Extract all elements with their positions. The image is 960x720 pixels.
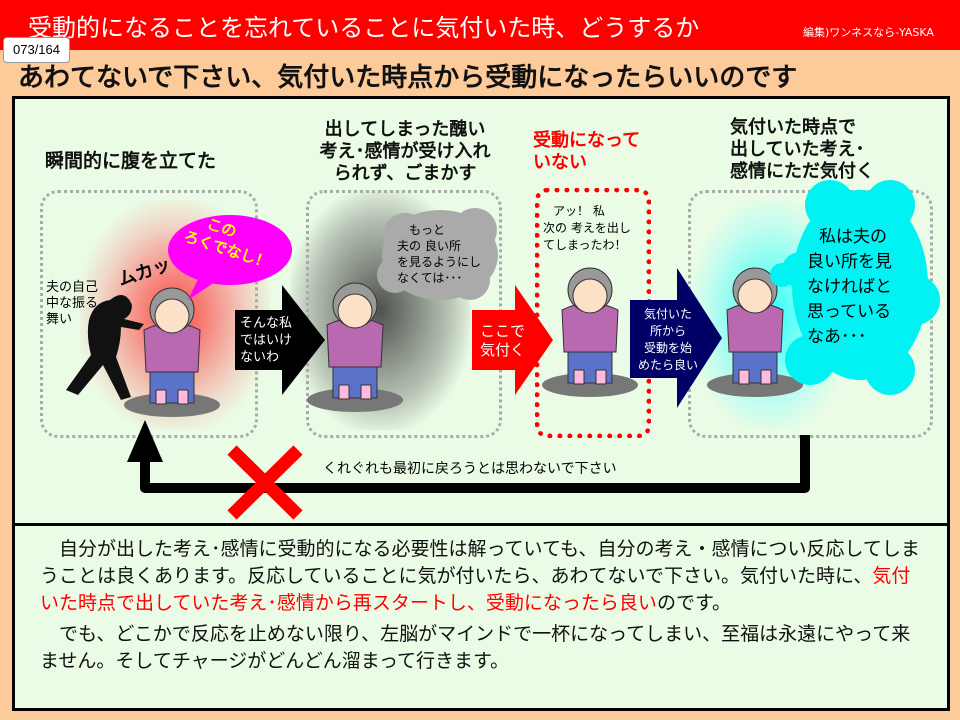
thought-line: もっと: [409, 223, 446, 237]
subtitle: あわてないで下さい、気付いた時点から受動になったらいいのです: [18, 63, 798, 93]
credit: 編集)ワンネスなら-YASKA: [803, 26, 934, 39]
thought-line: 次の 考えを出し: [543, 221, 631, 235]
thought-line: なければと: [807, 277, 892, 297]
magenta-speech-bubble: [168, 215, 292, 285]
calm-thought: 私は夫の 良い所を見 なければと 思っている なあ･･･: [807, 225, 892, 350]
red-arrow: [472, 285, 553, 395]
arrow-line: ではいけ: [240, 333, 293, 348]
sad-thought: もっと 夫の 良い所 を見るようにし なくては･･･: [397, 222, 481, 286]
paragraph-2: でも、どこかで反応を止めない限り、左脳がマインドで一杯になってしまい、至福は永遠…: [40, 623, 911, 672]
slide-title: 受動的になることを忘れていることに気付いた時、どうするか: [28, 14, 700, 42]
step3-heading: 受動になって いない: [533, 130, 640, 174]
heading-line: 受動になって: [533, 130, 641, 151]
step1-heading: 瞬間的に腹を立てた: [45, 150, 217, 172]
heading-line: 感情にただ気付く: [730, 161, 874, 182]
explanation-panel: 自分が出した考え･感情に受動的になる必要性は解っていても、自分の考え・感情につい…: [12, 523, 950, 711]
shadow-man: [66, 295, 144, 400]
woman-angry: [123, 287, 221, 418]
thought-line: なあ･･･: [807, 327, 867, 347]
red-arrow-label: ここで 気付く: [480, 322, 525, 360]
thought-line: 思っている: [807, 302, 892, 322]
heading-line: 出していた考え･: [730, 139, 865, 160]
thought-line: を見るようにし: [397, 255, 482, 269]
thought-line: 良い所を見: [807, 252, 892, 272]
arrow-line: ないわ: [240, 350, 280, 365]
label-line: 夫の自己: [46, 280, 99, 295]
selfish-label: 夫の自己 中な振る 舞い: [46, 280, 98, 328]
black-arrow: [235, 285, 325, 395]
gray-thought-cloud: [377, 208, 498, 300]
navy-arrow-label: 気付いた 所から 受動を始 めたら良い: [638, 306, 698, 374]
label-line: 中な振る: [46, 296, 99, 311]
arrow-line: そんな私: [240, 316, 293, 331]
arrow-line: 気付いた: [644, 307, 693, 321]
return-loop-line: [140, 435, 810, 493]
heading-line: いない: [533, 152, 587, 173]
arrow-line: 所から: [650, 324, 687, 338]
step2-heading: 出してしまった醜い 考え･感情が受け入れ られず、ごまかす: [310, 119, 500, 185]
cyan-thought-cloud: [770, 180, 940, 395]
red-x-icon: [227, 445, 303, 520]
header-bar: [0, 0, 960, 50]
woman-sad: [306, 282, 404, 413]
thought-line: アッ！ 私: [553, 204, 605, 218]
surprised-thought: アッ！ 私 次の 考えを出し てしまったわ！: [543, 203, 631, 254]
heading-line: 出してしまった醜い: [324, 119, 486, 140]
navy-arrow: [630, 268, 722, 408]
loop-label: くれぐれも最初に戻ろうとは思わないで下さい: [323, 461, 617, 477]
text: のです。: [656, 592, 732, 614]
label-line: 舞い: [46, 312, 73, 327]
arrow-line: めたら良い: [638, 358, 699, 372]
woman-calm: [706, 267, 804, 398]
highlight-text: 気付いた時点で出していた考え･感情から再スタートし、受動になったら良い: [40, 565, 911, 614]
black-arrow-label: そんな私 ではいけ ないわ: [240, 315, 292, 366]
paragraph-1: 自分が出した考え･感情に受動的になる必要性は解っていても、自分の考え・感情につい…: [15, 526, 947, 617]
woman-surprised: [541, 267, 639, 398]
page-counter: 073/164: [3, 37, 70, 63]
heading-line: 気付いた時点で: [730, 117, 856, 138]
thought-line: なくては･･･: [397, 271, 463, 285]
arrow-line: ここで: [480, 322, 526, 340]
return-loop-arrowhead: [127, 420, 163, 462]
arrow-line: 気付く: [480, 341, 526, 359]
step4-heading: 気付いた時点で 出していた考え･ 感情にただ気付く: [730, 117, 874, 183]
arrow-line: 受動を始: [644, 341, 693, 355]
thought-line: 夫の 良い所: [397, 239, 461, 253]
heading-line: 考え･感情が受け入れ: [319, 141, 491, 162]
thought-line: 私は夫の: [819, 227, 887, 247]
thought-line: てしまったわ！: [543, 238, 627, 252]
heading-line: られず、ごまかす: [333, 163, 477, 184]
text: 自分が出した考え･感情に受動的になる必要性は解っていても、自分の考え・感情につい…: [40, 538, 920, 587]
